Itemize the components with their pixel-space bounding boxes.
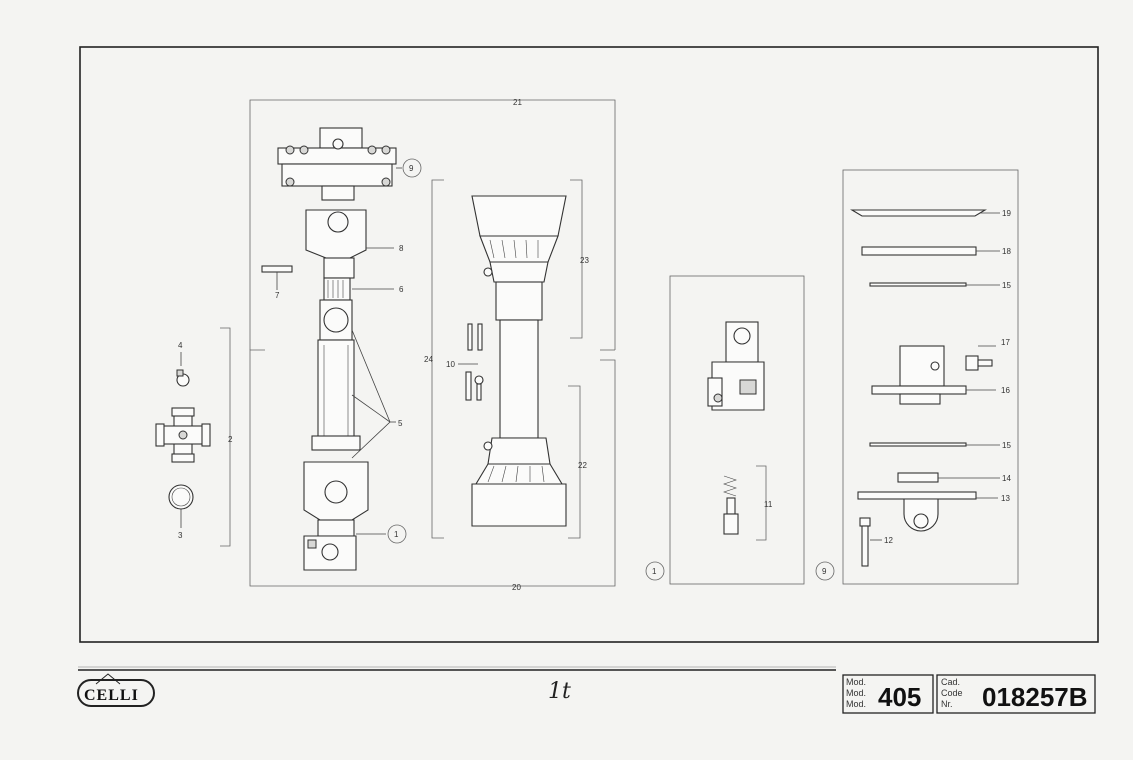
block-14 bbox=[897, 472, 939, 483]
brand-text: CELLI bbox=[84, 687, 139, 704]
guard-tube-inner bbox=[499, 319, 539, 439]
universal-cross bbox=[155, 407, 211, 463]
callout-9-sub-text: 9 bbox=[822, 567, 827, 576]
code-box: Cad. Code Nr. 018257B bbox=[936, 674, 1096, 714]
label-8: 8 bbox=[399, 244, 404, 253]
label-3: 3 bbox=[178, 531, 183, 540]
bolt-12 bbox=[859, 517, 871, 567]
celli-logo: CELLI bbox=[77, 673, 155, 707]
label-10: 10 bbox=[446, 360, 455, 369]
yoke-8 bbox=[305, 185, 367, 279]
callout-1-main-text: 1 bbox=[394, 530, 399, 539]
label-5: 5 bbox=[398, 419, 403, 428]
code-label-3: Nr. bbox=[941, 699, 953, 709]
label-17: 17 bbox=[1001, 338, 1010, 347]
main-assembly-group: 21 20 8 6 5 7 9 1 bbox=[249, 98, 616, 592]
flange-hub-16 bbox=[871, 345, 967, 405]
label-18: 18 bbox=[1002, 247, 1011, 256]
callout-1-sub bbox=[645, 561, 665, 581]
splined-shaft-6 bbox=[319, 277, 353, 341]
shim-15-lower bbox=[869, 442, 967, 447]
shim-15-upper bbox=[869, 282, 967, 287]
label-14: 14 bbox=[1002, 474, 1011, 483]
guard-cone-lower bbox=[471, 437, 567, 527]
lower-yoke-1 bbox=[303, 461, 369, 571]
label-22: 22 bbox=[578, 461, 587, 470]
snap-ring-3 bbox=[168, 484, 194, 510]
clamp-yoke bbox=[707, 321, 765, 411]
disc-19 bbox=[850, 209, 987, 217]
callout-9-sub bbox=[815, 561, 835, 581]
code-number: 018257B bbox=[982, 682, 1088, 712]
bolt-17 bbox=[965, 355, 993, 371]
drawing-frame bbox=[79, 46, 1099, 643]
model-box: Mod. Mod. Mod. 405 bbox=[842, 674, 934, 714]
guard-group: 24 23 22 bbox=[424, 179, 589, 539]
bracket-20 bbox=[249, 349, 616, 587]
mod-label-3: Mod. bbox=[846, 699, 866, 709]
flange-9 bbox=[277, 127, 397, 187]
label-2: 2 bbox=[228, 435, 233, 444]
model-number: 405 bbox=[878, 682, 921, 712]
label-16: 16 bbox=[1001, 386, 1010, 395]
label-15-lower: 15 bbox=[1002, 441, 1011, 450]
code-label-2: Code bbox=[941, 688, 963, 698]
guard-cone-upper bbox=[471, 195, 567, 283]
detail-panel-1: 11 1 bbox=[645, 275, 805, 585]
code-label-1: Cad. bbox=[941, 677, 960, 687]
label-6: 6 bbox=[399, 285, 404, 294]
label-11: 11 bbox=[764, 500, 773, 509]
guard-tube-outer bbox=[495, 281, 543, 321]
label-23: 23 bbox=[580, 256, 589, 265]
label-7: 7 bbox=[275, 291, 280, 300]
tube-5 bbox=[311, 339, 361, 451]
bracket-21 bbox=[249, 99, 616, 350]
label-19: 19 bbox=[1002, 209, 1011, 218]
cross-kit-group: 2 4 3 bbox=[155, 327, 233, 547]
label-24: 24 bbox=[424, 355, 433, 364]
label-15-upper: 15 bbox=[1002, 281, 1011, 290]
mod-label-2: Mod. bbox=[846, 688, 866, 698]
plate-18 bbox=[861, 246, 977, 256]
flange-13 bbox=[857, 491, 977, 532]
label-13: 13 bbox=[1001, 494, 1010, 503]
handwritten-mark: 1t bbox=[548, 679, 571, 704]
callout-9-main-text: 9 bbox=[409, 164, 414, 173]
screws-10 bbox=[465, 323, 484, 401]
label-21: 21 bbox=[513, 98, 522, 107]
detail-panel-9: 19 18 15 17 16 15 14 bbox=[815, 169, 1019, 585]
label-4: 4 bbox=[178, 341, 183, 350]
label-20: 20 bbox=[512, 583, 521, 592]
callout-9-main bbox=[402, 158, 422, 178]
mod-label-1: Mod. bbox=[846, 677, 866, 687]
push-pin-11 bbox=[723, 475, 739, 535]
callout-1-sub-text: 1 bbox=[652, 567, 657, 576]
callout-1-main bbox=[387, 524, 407, 544]
pin-7 bbox=[261, 265, 293, 273]
label-12: 12 bbox=[884, 536, 893, 545]
